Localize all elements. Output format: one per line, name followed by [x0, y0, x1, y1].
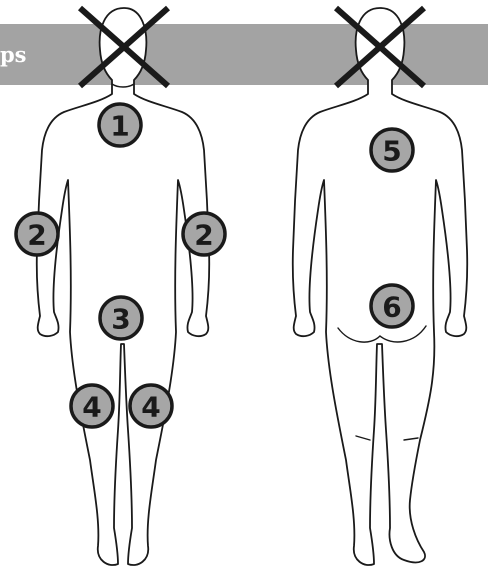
marker-upper-back: 5: [371, 129, 413, 171]
marker-left-arm: 2: [16, 213, 58, 255]
marker-groin: 3: [100, 297, 142, 339]
marker-label: 2: [27, 219, 46, 252]
marker-label: 5: [382, 135, 401, 168]
marker-label: 4: [141, 391, 160, 424]
marker-lower-back: 6: [371, 285, 413, 327]
back-body-figure: [293, 8, 468, 565]
marker-left-knee: 4: [71, 385, 113, 427]
marker-label: 3: [111, 303, 130, 336]
front-body-figure: [37, 8, 210, 565]
marker-label: 4: [82, 391, 101, 424]
marker-label: 6: [382, 291, 401, 324]
marker-right-arm: 2: [183, 213, 225, 255]
marker-right-knee: 4: [130, 385, 172, 427]
marker-label: 2: [194, 219, 213, 252]
marker-label: 1: [110, 110, 129, 143]
marker-neck: 1: [99, 104, 141, 146]
